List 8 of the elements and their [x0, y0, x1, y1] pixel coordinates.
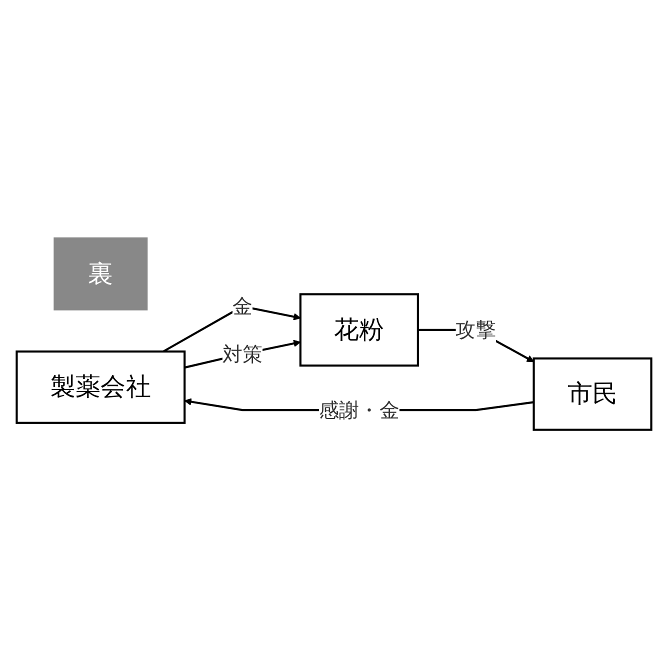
- node-box: 花粉: [299, 293, 419, 367]
- edge-label: 対策: [222, 342, 263, 366]
- edge-label: 金: [232, 294, 253, 318]
- edge-label: 攻撃: [456, 318, 496, 342]
- node-box: 市民: [532, 357, 652, 431]
- node-box: 製薬会社: [16, 350, 186, 424]
- node-box: 裏: [54, 237, 148, 310]
- edge-label: 感謝・金: [318, 398, 400, 422]
